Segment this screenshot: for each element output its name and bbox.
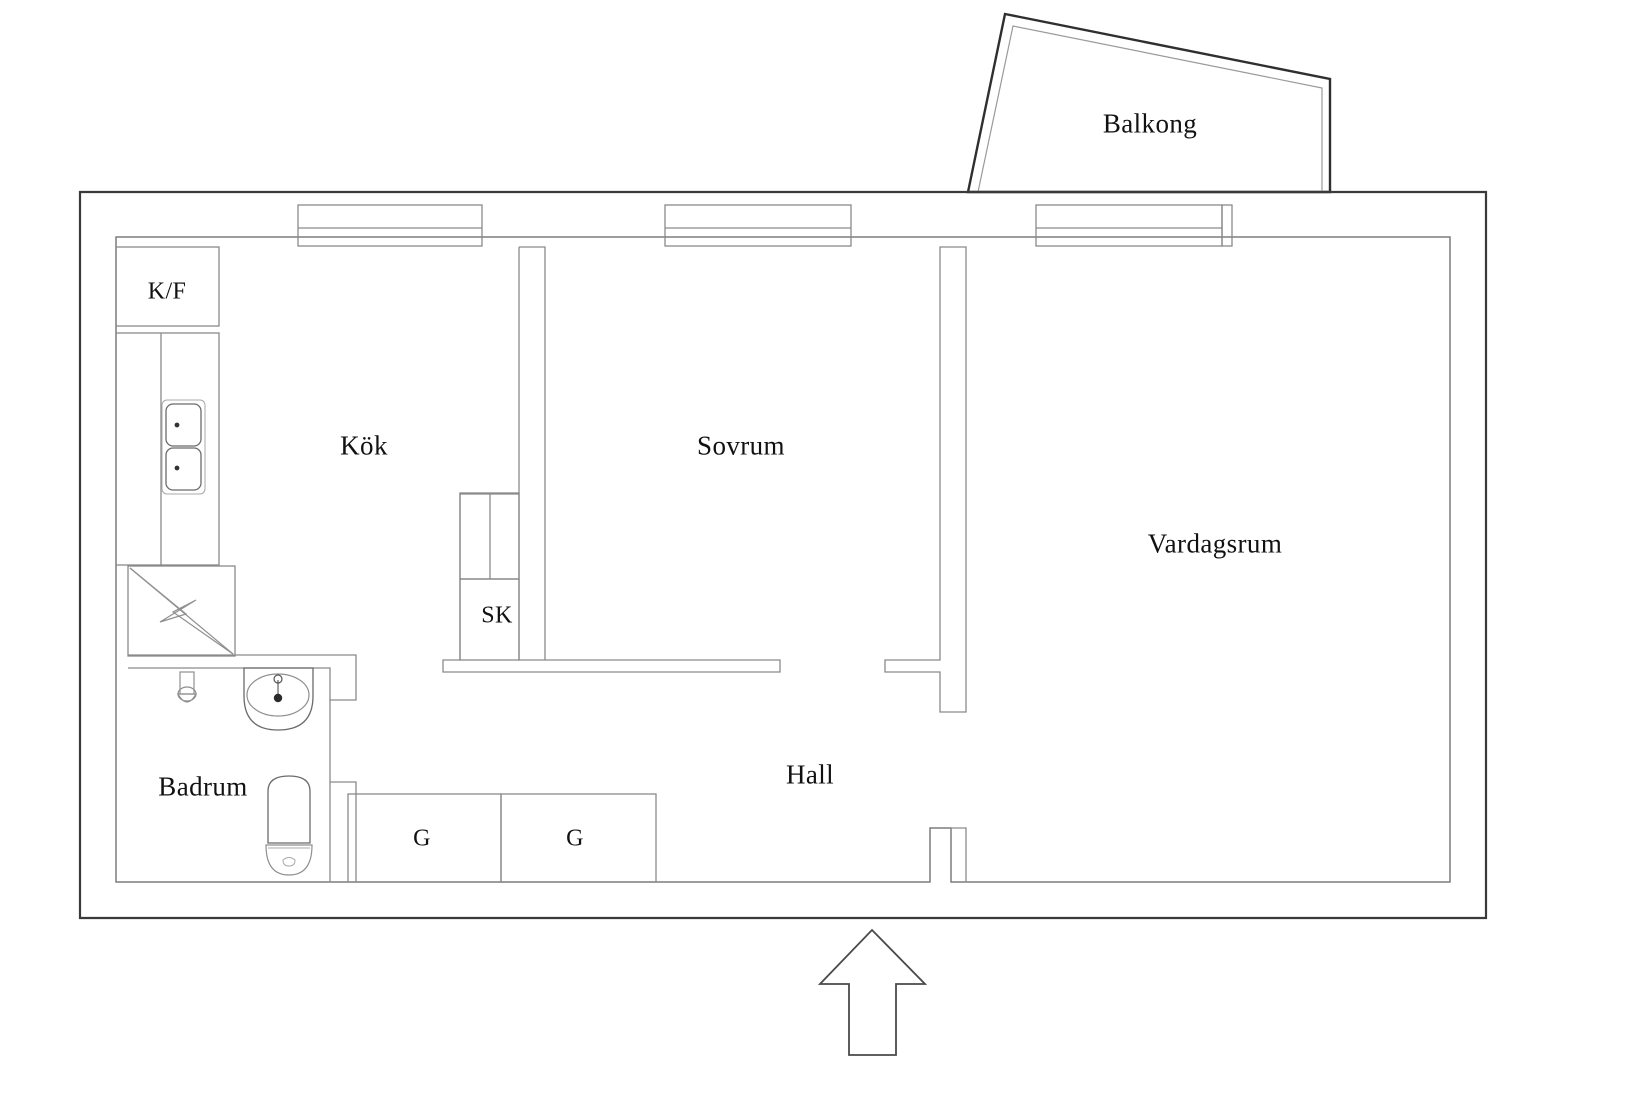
kitchen-counter [115,332,220,566]
window-bedroom [664,204,852,247]
wall-bedroom-livingroom [884,246,967,713]
wall-hall-stub [940,827,967,882]
balcony-door-frame [1221,204,1233,247]
window-livingroom-left [1035,204,1223,247]
bathroom-faucet [176,671,198,703]
kitchen-double-sink [161,399,206,495]
fixture-label-kf: K/F [147,278,187,305]
room-label-kok: Kök [340,430,388,461]
wall-bathroom-east [329,700,357,882]
wall-kitchen-bathroom [128,654,357,701]
window-kitchen [297,204,483,247]
balcony-outline [966,12,1332,194]
room-label-vardagsrum: Vardagsrum [1147,528,1283,559]
wardrobe-g2 [500,793,657,883]
room-label-balkong: Balkong [1102,108,1198,139]
room-label-hall: Hall [785,759,835,790]
fixture-label-sk: SK [481,602,513,629]
fixture-label-g1: G [413,825,431,852]
closet-sk [459,492,520,661]
kitchen-stove [127,565,236,657]
entrance-arrow [817,928,928,1056]
bathroom-wash-basin [243,667,314,731]
fixture-label-g2: G [566,825,584,852]
bathroom-toilet [265,775,313,876]
fridge-freezer-unit [115,246,220,327]
room-label-sovrum: Sovrum [697,430,785,461]
room-label-badrum: Badrum [158,771,248,802]
